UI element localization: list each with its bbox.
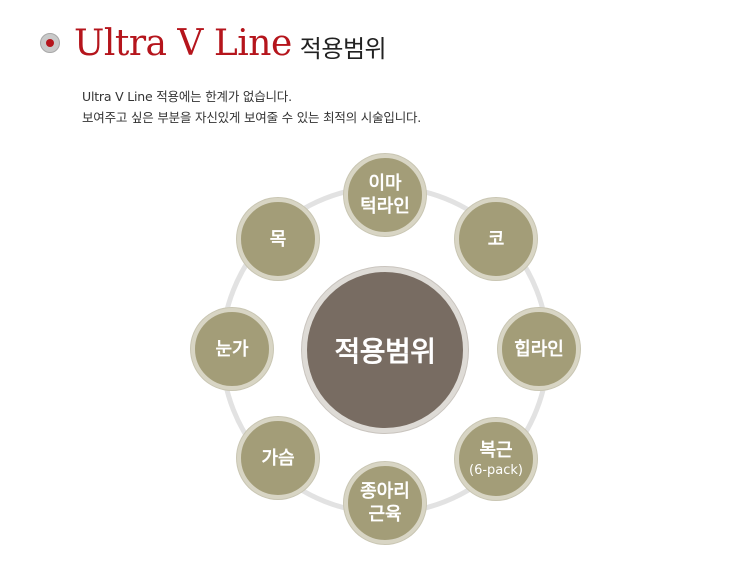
node-label: 눈가 bbox=[215, 338, 249, 360]
center-label: 적용범위 bbox=[334, 335, 436, 368]
node-calf-muscle: 종아리 근육 bbox=[344, 462, 426, 544]
node-forehead-jawline: 이마 턱라인 bbox=[344, 154, 426, 236]
page-header: Ultra V Line 적용범위 bbox=[40, 18, 387, 68]
description: Ultra V Line 적용에는 한계가 없습니다. 보여주고 싶은 부분을 … bbox=[82, 86, 421, 128]
node-abs: 복근 (6-pack) bbox=[455, 418, 537, 500]
node-label: 코 bbox=[487, 228, 505, 250]
title-english: Ultra V Line bbox=[74, 22, 292, 64]
node-chest: 가슴 bbox=[237, 417, 319, 499]
node-nose: 코 bbox=[455, 198, 537, 280]
node-label: 종아리 bbox=[360, 481, 410, 502]
node-label: 가슴 bbox=[261, 447, 295, 469]
center-node: 적용범위 bbox=[302, 267, 468, 433]
node-hipline: 힙라인 bbox=[498, 308, 580, 390]
node-label: 힙라인 bbox=[514, 338, 564, 360]
node-neck: 목 bbox=[237, 198, 319, 280]
description-line-2: 보여주고 싶은 부분을 자신있게 보여줄 수 있는 최적의 시술입니다. bbox=[82, 110, 422, 125]
node-label: 목 bbox=[269, 228, 287, 250]
node-label: 턱라인 bbox=[360, 196, 410, 217]
bullet-icon bbox=[40, 33, 60, 53]
node-eyes: 눈가 bbox=[191, 308, 273, 390]
title-korean: 적용범위 bbox=[299, 34, 387, 63]
node-sublabel: (6-pack) bbox=[469, 463, 523, 478]
node-label: 복근 bbox=[479, 440, 513, 461]
node-label: 이마 bbox=[368, 173, 402, 194]
bullet-dot bbox=[46, 39, 54, 47]
node-label: 근육 bbox=[368, 504, 402, 525]
description-line-1: Ultra V Line 적용에는 한계가 없습니다. bbox=[82, 89, 292, 104]
